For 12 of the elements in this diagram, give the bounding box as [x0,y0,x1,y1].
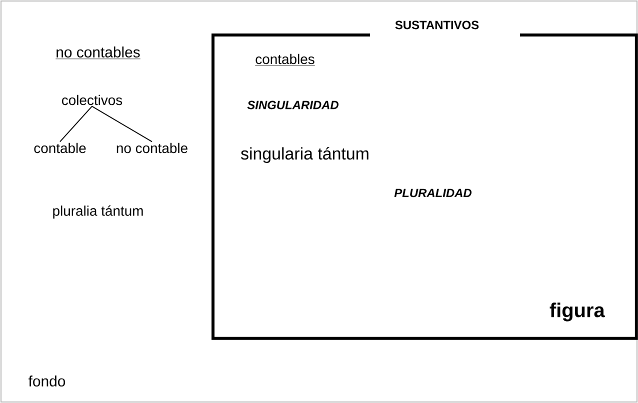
term-label: pluralia tántum [53,205,143,219]
branch-line [60,106,92,142]
category-label: SINGULARIDAD [247,100,338,110]
underlined-heading: contables [254,54,316,66]
term-text: contable [34,142,86,154]
ground-label: fondo [28,376,66,386]
term-label: singularia tántum [240,147,368,163]
category-label: PLURALIDAD [394,188,472,198]
term-text: no contable [116,142,188,154]
underlined-heading: no contables [55,46,141,60]
branch-line [92,106,152,142]
term-text: colectivos [62,94,122,106]
